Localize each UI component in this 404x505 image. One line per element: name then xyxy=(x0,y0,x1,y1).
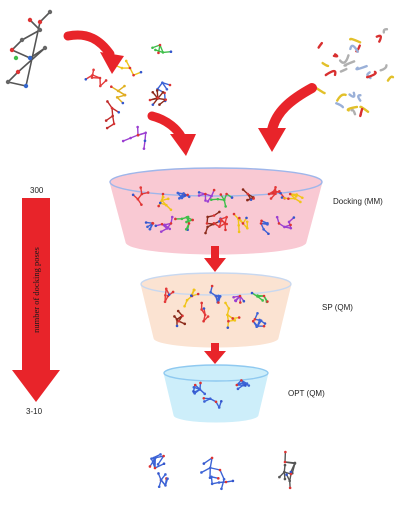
docking-stage-label: Docking (MM) xyxy=(333,197,383,206)
pose-count-top: 300 xyxy=(30,186,43,195)
arrow-protein-to-docking-head xyxy=(258,128,286,152)
ligand-library-icon xyxy=(84,44,172,150)
opt-funnel xyxy=(164,365,268,422)
arrow-protein-to-docking xyxy=(272,88,312,130)
selected-pose-icon xyxy=(149,451,297,490)
arrow-library-to-docking-head xyxy=(170,134,196,156)
pose-count-bottom: 3-10 xyxy=(26,407,42,416)
docking-funnel xyxy=(110,168,322,254)
arrow-ligand-to-library xyxy=(68,35,110,54)
protein-structure-icon xyxy=(317,29,393,116)
sp-stage-label: SP (QM) xyxy=(322,303,353,312)
sp-funnel xyxy=(141,273,291,347)
ligand-molecule-icon xyxy=(6,10,52,88)
pose-axis-label: number of docking poses xyxy=(31,215,41,365)
opt-stage-label: OPT (QM) xyxy=(288,389,325,398)
arrow-ligand-to-library-head xyxy=(100,52,124,74)
